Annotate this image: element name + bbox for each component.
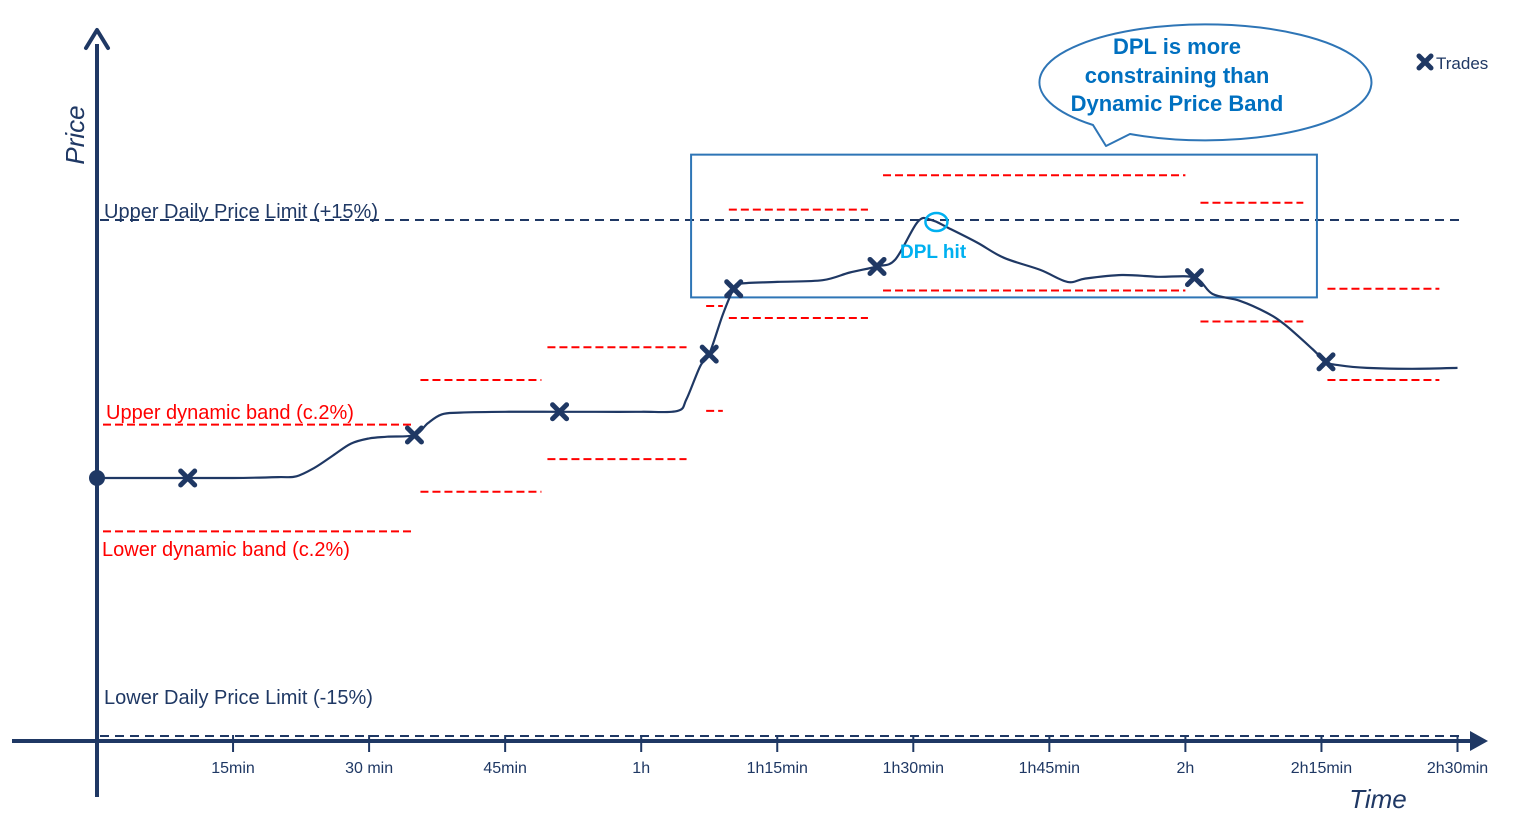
upper-limit-label: Upper Daily Price Limit (+15%) (104, 201, 378, 223)
x-axis-title: Time (1349, 784, 1407, 814)
x-tick-label-3: 1h (632, 760, 650, 777)
x-tick-label-8: 2h15min (1291, 760, 1352, 777)
trade-marker-4 (724, 279, 744, 299)
x-tick-label-6: 1h45min (1019, 760, 1080, 777)
upper-band-label: Upper dynamic band (c.2%) (106, 402, 354, 424)
y-axis-title: Price (60, 105, 90, 164)
trade-marker-0 (178, 468, 198, 488)
callout-line-3: Dynamic Price Band (1071, 91, 1284, 116)
callout-bubble (1038, 23, 1373, 147)
x-tick-label-2: 45min (483, 760, 527, 777)
trade-marker-7 (1316, 352, 1336, 372)
price-series (89, 211, 1458, 486)
daily-price-limits (100, 219, 1465, 737)
dpl-hit-label: DPL hit (900, 242, 967, 263)
x-tick-label-9: 2h30min (1427, 760, 1488, 777)
legend-label: Trades (1436, 54, 1488, 73)
x-tick-label-7: 2h (1177, 760, 1195, 777)
x-ticks: 15min 30 min 45min 1h 1h15min 1h30min 1h45min 2… (211, 735, 1488, 777)
lower-band-label: Lower dynamic band (c.2%) (102, 539, 350, 561)
x-axis-arrow (1470, 731, 1488, 751)
start-point (89, 470, 105, 486)
legend-trade-icon (1416, 53, 1434, 71)
highlight-box (690, 153, 1318, 299)
trade-marker-1 (404, 425, 424, 445)
x-tick-label-4: 1h15min (747, 760, 808, 777)
trade-marker-5 (867, 256, 887, 276)
trade-marker-3 (699, 344, 719, 364)
x-tick-label-1: 30 min (345, 760, 393, 777)
dpl-hit-marker (924, 211, 949, 233)
y-axis-arrow (84, 28, 110, 50)
callout-line-1: DPL is more (1113, 34, 1241, 59)
trade-marker-2 (550, 402, 570, 422)
highlight-region (690, 153, 1318, 299)
chart-labels: Price Time Upper Daily Price Limit (+15%… (60, 34, 1488, 814)
lower-limit-label: Lower Daily Price Limit (-15%) (104, 687, 373, 709)
price-line (97, 216, 1458, 480)
x-tick-label-5: 1h30min (883, 760, 944, 777)
x-tick-label-0: 15min (211, 760, 255, 777)
axes (12, 28, 1488, 797)
trade-marker-6 (1184, 268, 1204, 288)
dynamic-bands (103, 174, 1440, 533)
trade-markers (178, 53, 1434, 488)
callout-line-2: constraining than (1085, 63, 1270, 88)
callout (1038, 23, 1373, 147)
